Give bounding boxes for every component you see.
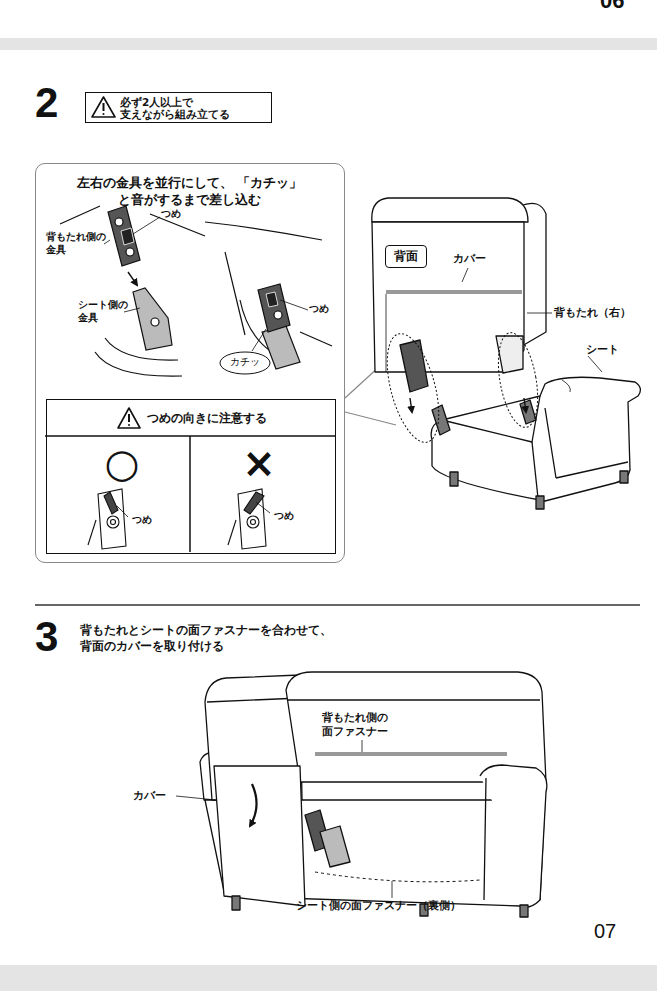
caution-heading: つめの向きに注意する bbox=[147, 410, 327, 426]
tag-text: 背面 bbox=[386, 249, 425, 264]
part-label: シート側の面ファスナー（裏側） bbox=[296, 899, 461, 912]
back-tag: 背面 bbox=[385, 245, 427, 268]
bracket-illustration bbox=[205, 222, 332, 369]
part-label: つめ bbox=[132, 514, 152, 526]
sound-text: カチッ bbox=[219, 355, 271, 369]
detail-inset: 左右の金具を並行にして、 「カチッ」と音がするまで差し込むカチッつめの向きに注意… bbox=[35, 163, 345, 563]
sound-bubble: カチッ bbox=[219, 351, 271, 375]
part-label: つめ bbox=[274, 510, 294, 522]
claw-wrong-illustration bbox=[228, 489, 270, 549]
wrong-mark: × bbox=[229, 440, 289, 486]
part-label: つめ bbox=[309, 303, 329, 315]
step-instruction: 背もたれとシートの面ファスナーを合わせて、 背面のカバーを取り付ける bbox=[80, 622, 342, 654]
caution-table-grid bbox=[45, 436, 335, 552]
page-number: 06 bbox=[600, 0, 624, 14]
part-label: カバー bbox=[133, 789, 166, 802]
page-band bbox=[0, 38, 657, 991]
sofa-illustration bbox=[176, 672, 547, 917]
part-label: カバー bbox=[453, 252, 486, 265]
warning-icon bbox=[92, 97, 115, 117]
part-label: シート側の 金具 bbox=[78, 298, 134, 324]
part-label: つめ bbox=[161, 208, 181, 220]
warning-box: 必ず2人以上で 支えながら組み立てる bbox=[85, 92, 272, 123]
part-label: 背もたれ側の 面ファスナー bbox=[322, 710, 402, 738]
part-label: 背もたれ（右） bbox=[554, 306, 631, 319]
step-number: 2 bbox=[35, 80, 58, 126]
separator-line bbox=[35, 604, 640, 606]
claw-correct-illustration bbox=[88, 489, 128, 549]
page-number: 07 bbox=[594, 919, 616, 943]
warning-text: 必ず2人以上で 支えながら組み立てる bbox=[120, 96, 270, 120]
step-number: 3 bbox=[35, 614, 58, 660]
part-label: 背もたれ側の 金具 bbox=[46, 230, 110, 256]
inset-heading: 左右の金具を並行にして、 「カチッ」と音がするまで差し込む bbox=[36, 174, 343, 208]
chair-illustration bbox=[372, 198, 641, 509]
warning-icon bbox=[118, 408, 140, 428]
part-label: シート bbox=[586, 343, 619, 356]
correct-mark: ○ bbox=[92, 440, 152, 486]
caution-table: つめの向きに注意する ○ × つめ つめ bbox=[46, 399, 336, 554]
